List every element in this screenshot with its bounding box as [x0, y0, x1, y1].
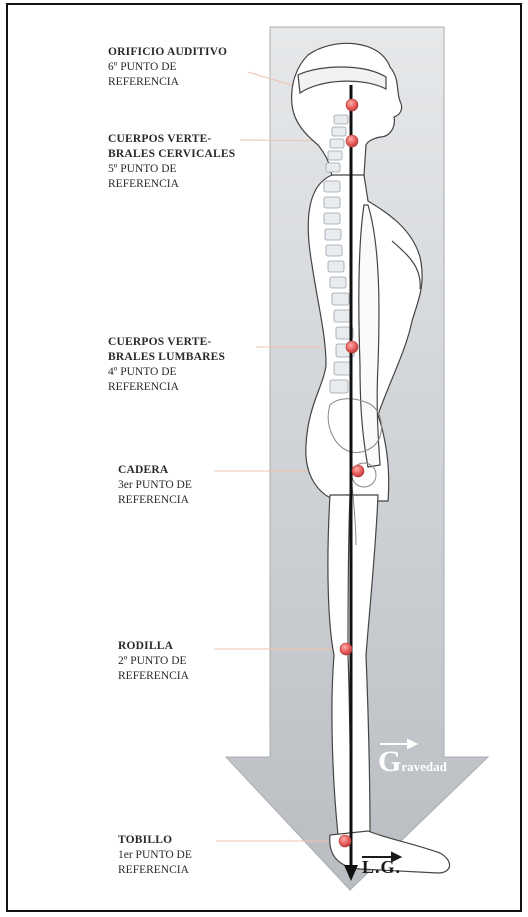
label-title: TOBILLO — [118, 833, 192, 848]
gravity-initial: G — [378, 745, 401, 778]
label-cadera: CADERA 3er PUNTO DE REFERENCIA — [118, 463, 192, 508]
label-orificio-auditivo: ORIFICIO AUDITIVO 6º PUNTO DE REFERENCIA — [108, 45, 227, 90]
reference-point-6 — [346, 99, 358, 111]
label-sub: 3er PUNTO DE REFERENCIA — [118, 478, 192, 508]
line-of-gravity-label: L.G. — [362, 857, 401, 878]
gravity-label: Gravedad — [378, 745, 447, 779]
reference-point-3 — [352, 465, 364, 477]
label-title: CUERPOS VERTE- BRALES CERVICALES — [108, 132, 235, 162]
label-title: CUERPOS VERTE- BRALES LUMBARES — [108, 335, 225, 365]
label-lumbares: CUERPOS VERTE- BRALES LUMBARES 4º PUNTO … — [108, 335, 225, 395]
label-tobillo: TOBILLO 1er PUNTO DE REFERENCIA — [118, 833, 192, 878]
label-sub: 1er PUNTO DE REFERENCIA — [118, 848, 192, 878]
diagram-frame: ORIFICIO AUDITIVO 6º PUNTO DE REFERENCIA… — [6, 3, 522, 912]
reference-point-1 — [339, 835, 351, 847]
reference-point-2 — [340, 643, 352, 655]
label-sub: 4º PUNTO DE REFERENCIA — [108, 365, 225, 395]
label-sub: 5º PUNTO DE REFERENCIA — [108, 162, 235, 192]
label-sub: 2º PUNTO DE REFERENCIA — [118, 654, 189, 684]
label-title: RODILLA — [118, 639, 189, 654]
reference-point-5 — [346, 135, 358, 147]
reference-point-4 — [346, 341, 358, 353]
label-cervicales: CUERPOS VERTE- BRALES CERVICALES 5º PUNT… — [108, 132, 235, 192]
label-title: CADERA — [118, 463, 192, 478]
label-sub: 6º PUNTO DE REFERENCIA — [108, 60, 227, 90]
gravity-rest: ravedad — [401, 759, 447, 774]
label-rodilla: RODILLA 2º PUNTO DE REFERENCIA — [118, 639, 189, 684]
label-title: ORIFICIO AUDITIVO — [108, 45, 227, 60]
